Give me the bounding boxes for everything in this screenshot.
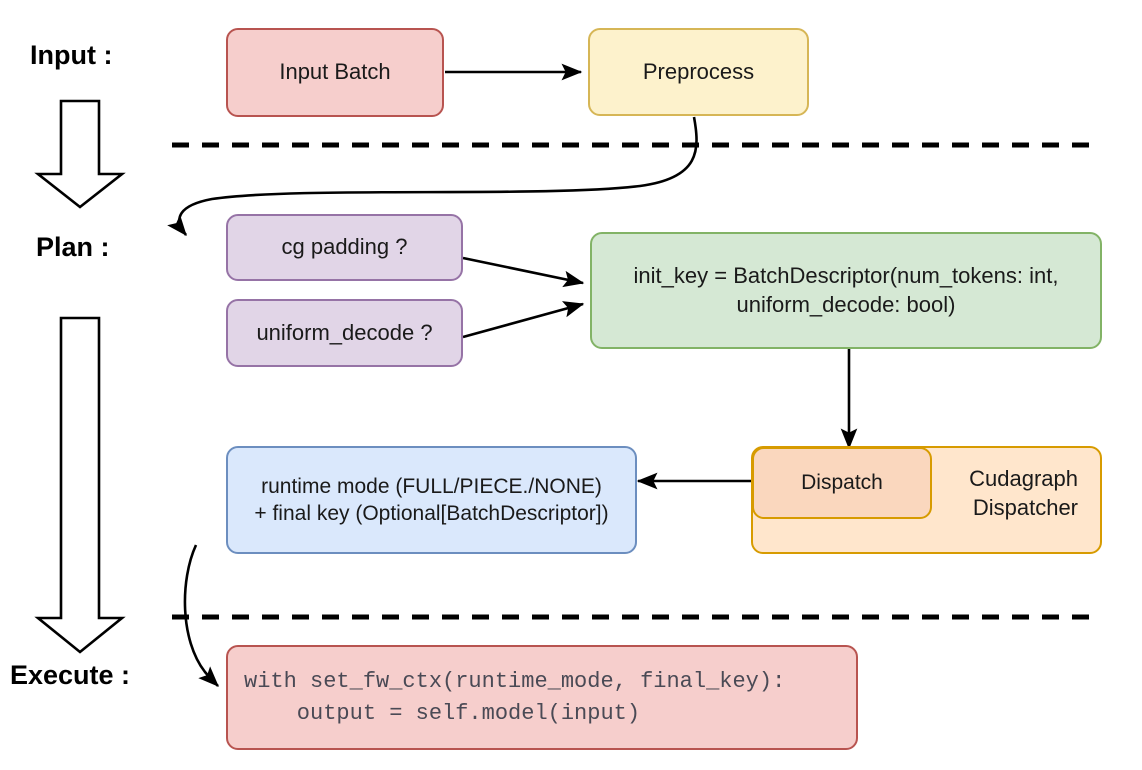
stage-arrow-plan-to-execute [34, 316, 126, 654]
node-dispatch-label: Dispatch [801, 471, 883, 495]
connector-runtime-mode-to-execute-code [183, 544, 219, 687]
stage-label-input: Input : [30, 40, 113, 70]
node-init-key-label-line2: uniform_decode: bool) [736, 291, 956, 317]
connector-cg-padding-to-init-key [462, 256, 585, 288]
connector-uniform-decode-to-init-key [462, 301, 585, 339]
node-execute-code-line2: output = self.model(input) [244, 700, 641, 726]
node-cudagraph-dispatcher-label-line1: Cudagraph [969, 466, 1078, 492]
node-uniform-decode[interactable]: uniform_decode ? [226, 299, 463, 367]
node-preprocess-label: Preprocess [642, 58, 755, 84]
node-init-key[interactable]: init_key = BatchDescriptor(num_tokens: i… [590, 232, 1102, 349]
node-runtime-mode-label-line2: + final key (Optional[BatchDescriptor]) [254, 502, 609, 525]
stage-label-plan: Plan : [36, 232, 110, 262]
node-execute-code-line1: with set_fw_ctx(runtime_mode, final_key)… [244, 668, 786, 694]
connector-preprocess-to-cg-padding [167, 116, 698, 237]
node-execute-code[interactable]: with set_fw_ctx(runtime_mode, final_key)… [226, 645, 858, 750]
node-preprocess[interactable]: Preprocess [588, 28, 809, 116]
node-init-key-label-line1: init_key = BatchDescriptor(num_tokens: i… [633, 262, 1059, 288]
node-cg-padding[interactable]: cg padding ? [226, 214, 463, 281]
node-runtime-mode[interactable]: runtime mode (FULL/PIECE./NONE) + final … [226, 446, 637, 554]
node-runtime-mode-label-line1: runtime mode (FULL/PIECE./NONE) [261, 474, 602, 498]
node-uniform-decode-label: uniform_decode ? [256, 319, 433, 345]
node-cudagraph-dispatcher-label-line2: Dispatcher [972, 495, 1078, 520]
node-input-batch-label: Input Batch [279, 59, 391, 85]
node-cg-padding-label: cg padding ? [281, 234, 408, 260]
node-input-batch[interactable]: Input Batch [226, 28, 444, 117]
node-dispatch[interactable]: Dispatch [752, 447, 932, 519]
stage-arrow-input-to-plan [34, 99, 126, 209]
stage-label-execute: Execute : [10, 660, 131, 690]
